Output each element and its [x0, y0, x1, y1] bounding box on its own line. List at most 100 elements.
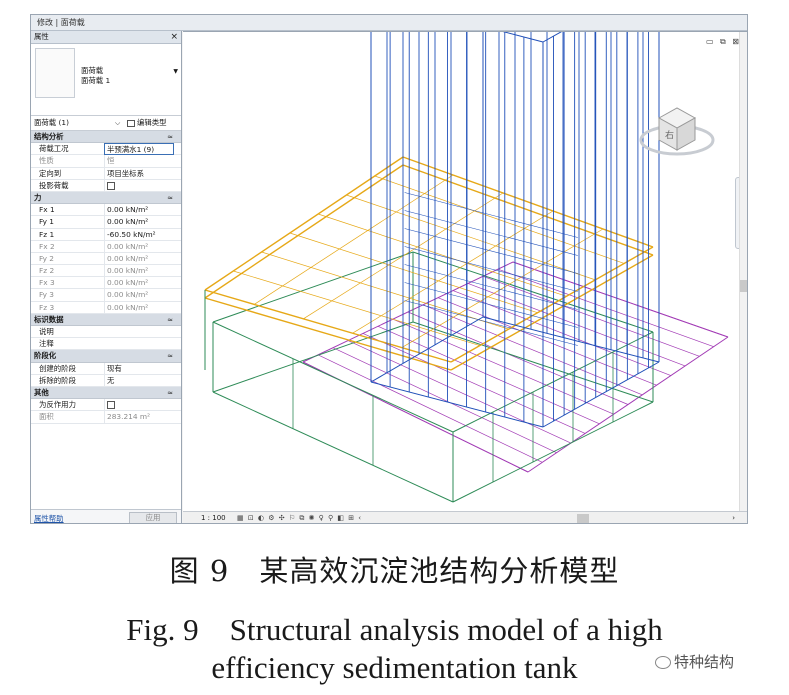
collapse-icon[interactable]: ≈ — [167, 133, 173, 141]
roof-edge — [204, 164, 404, 299]
property-value[interactable]: 0.00 kN/m² — [104, 265, 174, 278]
property-row[interactable]: Fx 2 0.00 kN/m² — [31, 240, 181, 253]
property-row[interactable]: 拆除的阶段无 — [31, 374, 181, 387]
checkbox[interactable] — [107, 401, 115, 410]
property-row[interactable]: 投影荷载 — [31, 179, 181, 192]
property-value[interactable]: 0.00 kN/m² — [104, 204, 174, 217]
collapse-icon[interactable]: ≈ — [167, 193, 173, 202]
scroll-right-icon[interactable]: › — [732, 514, 735, 522]
figure-caption-chinese: 图 9 某高效沉淀池结构分析模型 — [169, 554, 620, 588]
property-value[interactable]: 恒 — [104, 155, 174, 168]
load-hatch-line — [392, 318, 614, 415]
property-value[interactable] — [104, 399, 174, 412]
property-category-label: 阶段化 — [34, 351, 57, 361]
type-label: 面荷载 1 — [81, 76, 111, 85]
interior-beam — [404, 210, 578, 256]
property-name: Fx 2 — [39, 241, 55, 251]
viewcube-icon[interactable]: 右 — [637, 94, 717, 164]
slab-edge — [302, 261, 514, 363]
property-row[interactable]: 性质恒 — [31, 155, 181, 168]
property-value[interactable]: 0.00 kN/m² — [104, 216, 174, 229]
collapse-icon[interactable]: ≈ — [167, 315, 173, 324]
property-row[interactable]: Fz 1-60.50 kN/m² — [31, 228, 181, 241]
type-selector-preview[interactable]: 面荷载 面荷载 1 ▼ — [31, 44, 181, 116]
property-name: 创建的阶段 — [39, 363, 76, 373]
property-name: Fy 1 — [39, 217, 54, 227]
property-value[interactable]: 0.00 kN/m² — [104, 289, 174, 302]
chevron-down-icon[interactable]: ⌵ — [115, 119, 121, 127]
revit-window: 修改 | 面荷载 属性 × 面荷载 面荷载 1 ▼ 面荷载 (1) ⌵ 编辑类型… — [30, 14, 748, 524]
property-value[interactable]: 半预满水1 (9) — [104, 143, 174, 156]
property-category[interactable]: 其他≈ — [31, 386, 181, 400]
load-hatch-line — [332, 347, 557, 454]
properties-help-link[interactable]: 属性帮助 — [34, 514, 64, 523]
view-scale[interactable]: 1 : 100 — [201, 514, 226, 522]
property-row[interactable]: 为反作用力 — [31, 399, 181, 412]
dropdown-arrow-icon[interactable]: ▼ — [173, 68, 178, 75]
property-value[interactable]: 0.00 kN/m² — [104, 252, 174, 265]
property-value[interactable]: 0.00 kN/m² — [104, 240, 174, 253]
property-category[interactable]: 标识数据 ≈ — [31, 313, 181, 326]
property-value[interactable]: 283.214 m² — [104, 411, 174, 424]
property-row[interactable]: 注释 — [31, 338, 181, 351]
property-name: 荷载工况 — [39, 144, 69, 154]
horizontal-scroll-thumb[interactable] — [577, 514, 589, 523]
property-category[interactable]: 力≈ — [31, 191, 181, 205]
properties-panel: 属性 × 面荷载 面荷载 1 ▼ 面荷载 (1) ⌵ 编辑类型 结构分析≈荷载工… — [31, 31, 182, 523]
property-row[interactable]: 说明 — [31, 326, 181, 339]
load-hatch-line — [377, 325, 600, 425]
wall-bottom-edge — [542, 361, 660, 428]
3d-view-canvas[interactable]: ▭ ⧉ ⊠ 右 1 : 100 ▦ ⊡ ◐ ⚙ ✣ ⚐ ⧉ ✺ ♀ ⚲ ◧ ⊞ … — [183, 31, 747, 523]
wechat-icon — [655, 656, 671, 669]
instance-filter[interactable]: 面荷载 (1) — [34, 118, 69, 127]
frame-beam — [452, 331, 654, 433]
property-row[interactable]: 创建的阶段 现有 — [31, 362, 181, 375]
load-hatch-line — [317, 354, 543, 463]
property-category[interactable]: 结构分析≈ — [31, 131, 181, 144]
property-row[interactable]: 定向到项目坐标系 — [31, 167, 181, 180]
property-name: 说明 — [39, 327, 54, 336]
property-value[interactable]: 0.00 kN/m² — [104, 277, 174, 290]
edit-type-button[interactable]: 编辑类型 — [127, 116, 167, 130]
apply-button[interactable]: 应用 — [129, 512, 177, 523]
wall-top-edge — [502, 32, 544, 43]
property-row[interactable]: Fy 1 0.00 kN/m² — [31, 216, 181, 229]
roof-beam — [401, 228, 604, 348]
family-name: 面荷载 — [81, 66, 104, 75]
property-value[interactable]: 无 — [104, 374, 174, 387]
property-value[interactable]: 项目坐标系 — [104, 167, 174, 180]
vertical-scroll-thumb[interactable] — [740, 280, 747, 292]
property-name: 投影荷载 — [39, 180, 69, 190]
interior-beam — [404, 300, 578, 346]
wall-bottom-edge — [370, 381, 544, 428]
collapse-icon[interactable]: ≈ — [167, 352, 173, 361]
property-value[interactable]: 0.00 kN/m² — [104, 301, 174, 314]
view-control-icons[interactable]: ▦ ⊡ ◐ ⚙ ✣ ⚐ ⧉ ✺ ♀ ⚲ ◧ ⊞ ‹ — [237, 514, 363, 522]
structural-model-drawing[interactable] — [183, 32, 739, 512]
instance-selector[interactable]: 面荷载 (1) ⌵ 编辑类型 — [31, 116, 181, 131]
vertical-scrollbar[interactable] — [739, 32, 747, 512]
close-icon[interactable]: × — [170, 32, 178, 42]
property-value[interactable] — [104, 179, 174, 192]
property-row[interactable]: 荷载工况 半预满水1 (9) — [31, 143, 181, 156]
interior-beam — [404, 228, 578, 274]
property-category-label: 标识数据 — [34, 314, 64, 324]
roof-edge — [450, 254, 654, 371]
view-window-controls[interactable]: ▭ ⧉ ⊠ — [705, 37, 741, 46]
property-value[interactable]: 现有 — [104, 362, 174, 375]
figure-caption-english-line2: efficiency sedimentation tank — [211, 650, 578, 685]
property-category[interactable]: 阶段化 ≈ — [31, 350, 181, 363]
checkbox[interactable] — [107, 181, 115, 190]
property-value[interactable]: -60.50 kN/m² — [104, 228, 174, 241]
property-name: 为反作用力 — [39, 400, 76, 410]
interior-beam — [404, 264, 578, 310]
collapse-icon[interactable]: ≈ — [167, 388, 173, 397]
frame-beam — [212, 391, 454, 503]
